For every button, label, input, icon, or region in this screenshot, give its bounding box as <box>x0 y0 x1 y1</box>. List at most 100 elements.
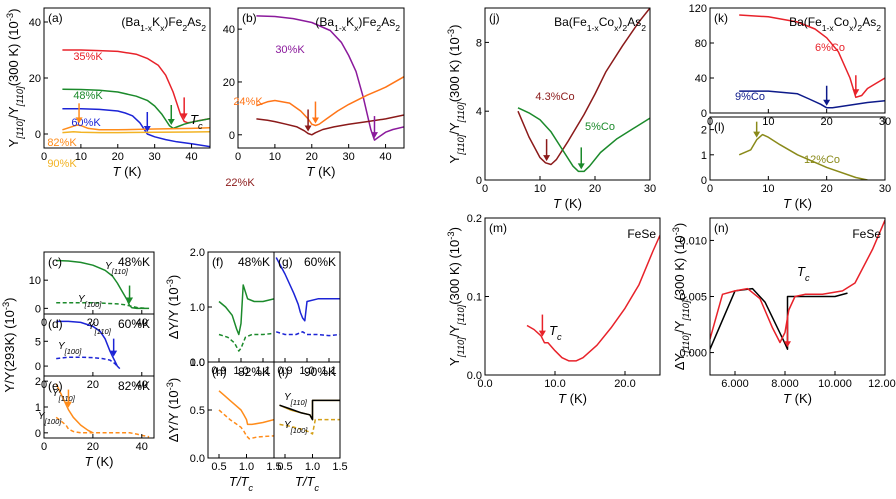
arrow-head <box>543 155 551 162</box>
series-group <box>739 14 885 109</box>
curve-label: Y[110] <box>52 388 76 403</box>
x-tick-label: 30 <box>879 183 891 195</box>
y-tick-label: 0 <box>701 175 707 187</box>
series-group <box>526 234 660 362</box>
y-tick-label: 1 <box>35 402 41 414</box>
x-tick-label: 10 <box>762 183 774 195</box>
text-run: Co <box>834 15 850 29</box>
x-tick-label: 0.9 <box>211 365 226 377</box>
text-run: As <box>627 15 641 29</box>
x-tick-label: 0 <box>235 151 241 163</box>
x-tick-label: 20 <box>306 151 318 163</box>
text-run: ΔY <box>672 353 687 371</box>
subscript: x <box>849 23 854 33</box>
subscript: 1-x <box>587 23 600 33</box>
series-line-48-k <box>62 88 210 130</box>
text-run: /Y <box>6 106 21 119</box>
y-tick-label: 0.0 <box>467 370 482 382</box>
arrow-head <box>126 297 134 304</box>
curve-label: Y[100] <box>78 294 102 309</box>
y-axis-label: Y[110]/Y[110](300 K) (10-3) <box>5 9 25 148</box>
text-run: ) <box>853 15 857 29</box>
subscript: 2 <box>182 23 187 33</box>
y-tick-label: 1 <box>701 150 707 162</box>
panel-letter: (n) <box>714 221 729 235</box>
x-tick-label: 8.000 <box>771 378 799 390</box>
y-axis-label: Y[110]/Y[110](300 K) (10-3) <box>446 25 466 164</box>
panel-title: 48%K <box>118 255 150 269</box>
x-tick-label: 1.0 <box>299 365 314 377</box>
panel-n: 6.0008.00010.00012.0000.0000.0050.010(n)… <box>671 217 896 406</box>
subscript: [110] <box>15 86 25 107</box>
series-line-y-100- <box>55 416 150 438</box>
y-tick-label: 2 <box>35 376 41 388</box>
x-tick-label: 0 <box>482 183 488 195</box>
text-run: Y <box>284 420 292 431</box>
series-line-y-110- <box>56 259 150 310</box>
arrow-head <box>64 401 72 408</box>
x-axis-label: T (K) <box>783 391 812 406</box>
text-run: T <box>553 196 562 211</box>
x-axis-label: T (K) <box>558 391 587 406</box>
y-axis-label: ΔY[110]/Y[110](300 K) (10-3) <box>671 223 691 371</box>
text-run: (K) <box>561 196 582 211</box>
text-run: T/T <box>295 474 316 489</box>
panel-title: 60%K <box>118 317 150 331</box>
x-tick-label: 20 <box>821 116 833 128</box>
x-tick-label: 1.1 <box>255 365 270 377</box>
text-run: Co <box>599 15 615 29</box>
y-tick-label: 1.0 <box>190 302 205 314</box>
subscript: 1-x <box>822 23 835 33</box>
plot-frame <box>709 7 886 114</box>
series-line-12-co <box>738 133 868 180</box>
x-axis-label: T/Tc <box>295 474 320 493</box>
y-tick-label: 10 <box>29 275 41 287</box>
subscript: [110] <box>681 332 691 353</box>
subscript: [110] <box>456 304 466 325</box>
text-run: T <box>558 391 567 406</box>
text-run: Ba(Fe <box>789 15 822 29</box>
y-tick-label: 0.0 <box>190 453 205 465</box>
y-axis-label: Y[110]/Y[110](300 K) (10-3) <box>446 227 466 366</box>
y-axis-label: ΔY/Y (10-3) <box>165 275 181 339</box>
x-tick-label: 0 <box>707 183 713 195</box>
text-run: T <box>85 454 94 469</box>
y-tick-label: 1.0 <box>190 357 205 369</box>
x-tick-label: 20.0 <box>614 378 635 390</box>
x-tick-label: 40 <box>379 151 391 163</box>
series-label: 5%Co <box>585 121 615 133</box>
x-tick-label: 1.0 <box>233 365 248 377</box>
series-line-9-co <box>739 90 885 109</box>
y-tick-label: 0 <box>229 130 235 142</box>
text-run: /Y <box>447 325 462 338</box>
panel-letter: (f) <box>212 255 223 269</box>
text-run: Y <box>38 411 46 422</box>
series-label: 30%K <box>275 44 305 56</box>
series-line-24-k <box>256 76 404 127</box>
y-tick-label: 4 <box>476 106 482 118</box>
superscript: -3 <box>446 29 456 37</box>
x-tick-label: 10.0 <box>544 378 565 390</box>
text-run: K <box>346 15 354 29</box>
subscript: c <box>248 483 253 493</box>
panel-letter: (g) <box>278 255 293 269</box>
subscript: 2 <box>376 23 381 33</box>
arrow-head <box>370 132 378 139</box>
text-run: ΔY/Y (10 <box>166 287 181 339</box>
series-group <box>62 49 210 148</box>
subscript: [110] <box>15 118 25 139</box>
panel-title: 90%K <box>304 365 336 379</box>
arrow-head <box>167 119 175 125</box>
subscript: 2 <box>641 23 646 33</box>
panel-letter: (c) <box>48 255 62 269</box>
x-tick-label: 20 <box>87 379 99 391</box>
subscript: 2 <box>876 23 881 33</box>
text-run: Y <box>284 392 292 403</box>
panel-title: 82%K <box>238 365 270 379</box>
series-line-y-100- <box>56 356 118 367</box>
panel-letter: (d) <box>48 317 63 331</box>
subscript: [110] <box>58 394 76 403</box>
